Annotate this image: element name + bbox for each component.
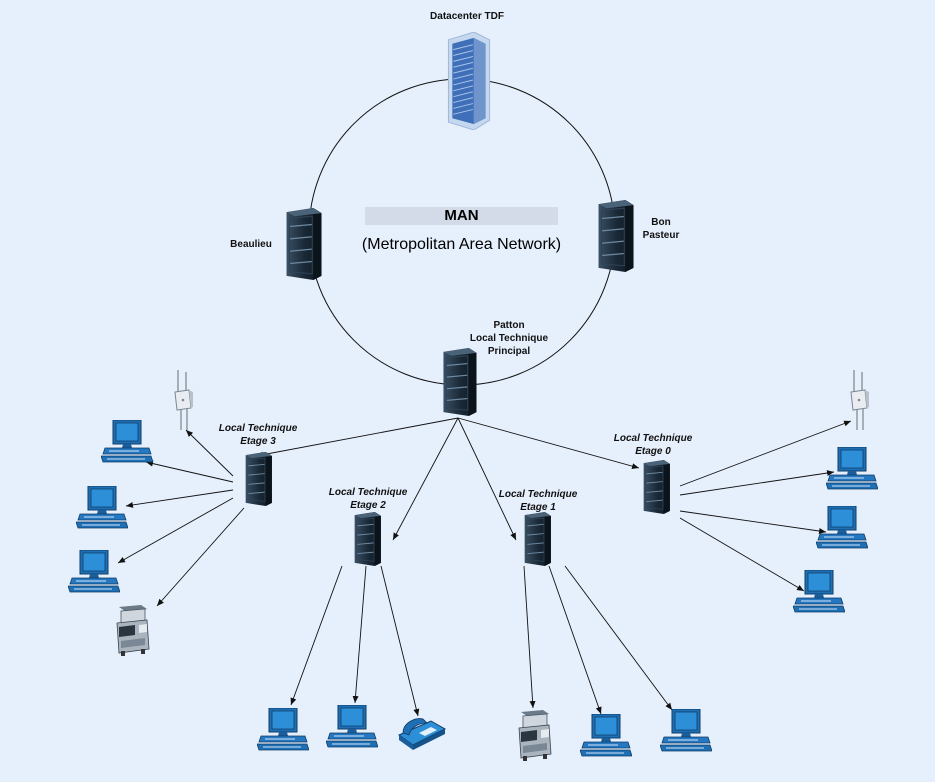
etage3-access-point-icon — [174, 370, 194, 431]
etage3-links — [117, 429, 245, 607]
man-title: MAN — [444, 207, 479, 224]
patton-rack-icon — [442, 348, 478, 416]
etage1-rack-icon — [524, 512, 552, 566]
etage3-computer-icon — [76, 486, 128, 529]
link-patton-etage0 — [457, 417, 640, 470]
etage3-rack-icon — [245, 452, 273, 506]
datacenter-label: Datacenter TDF — [430, 11, 504, 22]
patton-label: Patton Local Technique Principal — [469, 320, 549, 357]
man-title-background — [365, 207, 558, 225]
beaulieu-label: Beaulieu — [230, 239, 272, 250]
etage2-phone-icon — [398, 718, 446, 751]
beaulieu-rack-icon — [285, 208, 323, 280]
etage2-rack-icon — [354, 512, 382, 566]
etage1-printer-icon — [518, 710, 552, 762]
link-patton-etage1 — [457, 417, 517, 541]
etage0-computer-icon — [816, 506, 868, 549]
link-patton-etage2 — [392, 417, 459, 541]
datacenter-server-icon — [447, 32, 491, 130]
etage1-label: Local Technique Etage 1 — [498, 489, 578, 513]
etage3-computer-icon — [101, 420, 153, 463]
backbone-links — [255, 417, 640, 541]
etage1-links — [523, 565, 673, 715]
etage0-links — [679, 420, 852, 592]
link-patton-etage3 — [255, 417, 459, 458]
etage3-label: Local Technique Etage 3 — [218, 423, 298, 447]
etage2-computer-icon — [257, 708, 309, 751]
etage3-computer-icon — [68, 550, 120, 593]
etage2-links — [290, 565, 420, 717]
etage1-computer-icon — [580, 714, 632, 757]
etage0-label: Local Technique Etage 0 — [613, 433, 693, 457]
etage0-computer-icon — [793, 570, 845, 613]
etage1-computer-icon — [660, 709, 712, 752]
etage0-access-point-icon — [850, 370, 870, 431]
etage2-label: Local Technique Etage 2 — [328, 487, 408, 511]
bon-pasteur-label: Bon Pasteur — [642, 217, 680, 241]
bon-pasteur-rack-icon — [597, 200, 635, 272]
man-subtitle: (Metropolitan Area Network) — [361, 236, 562, 253]
etage2-computer-icon — [326, 705, 378, 748]
etage3-printer-icon — [116, 605, 150, 657]
etage0-computer-icon — [826, 447, 878, 490]
etage0-rack-icon — [643, 460, 671, 514]
